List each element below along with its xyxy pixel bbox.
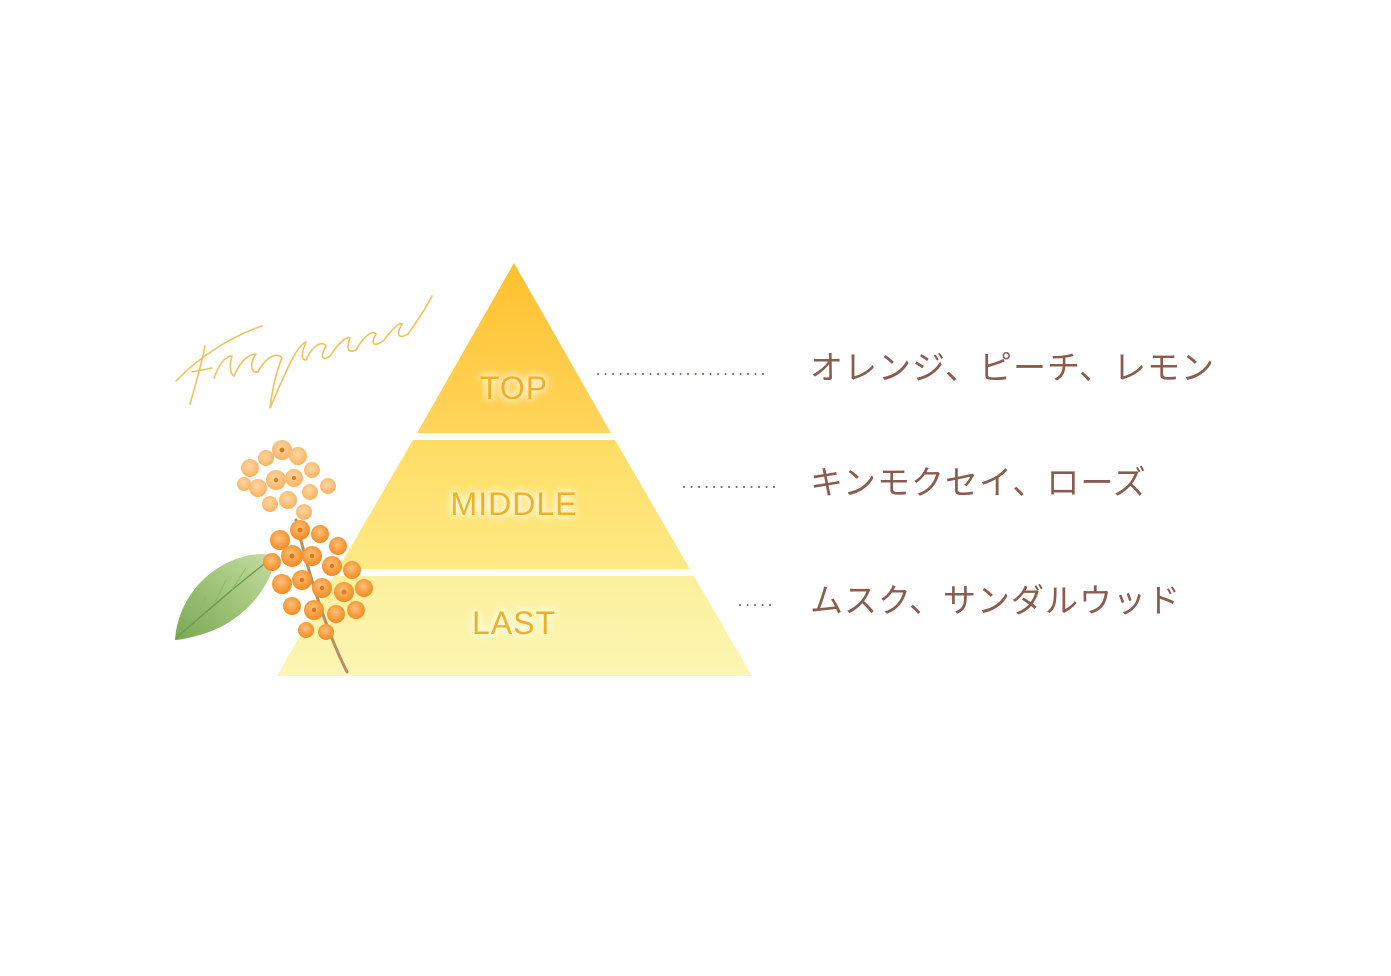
fragrance-script-lettering bbox=[175, 295, 433, 409]
notes-top: オレンジ、ピーチ、レモン bbox=[810, 348, 1216, 387]
tier-label-middle: MIDDLE bbox=[451, 486, 578, 522]
leaf-illustration bbox=[175, 554, 276, 640]
tier-label-top: TOP bbox=[480, 370, 548, 406]
tier-label-last: LAST bbox=[472, 605, 556, 641]
osmanthus-flower-illustration bbox=[237, 440, 373, 640]
pyramid-tier-middle bbox=[338, 440, 690, 569]
pyramid-tier-last bbox=[277, 576, 752, 676]
notes-middle: キンモクセイ、ローズ bbox=[810, 463, 1147, 502]
pyramid-tier-top bbox=[417, 263, 611, 433]
notes-last: ムスク、サンダルウッド bbox=[810, 581, 1182, 620]
